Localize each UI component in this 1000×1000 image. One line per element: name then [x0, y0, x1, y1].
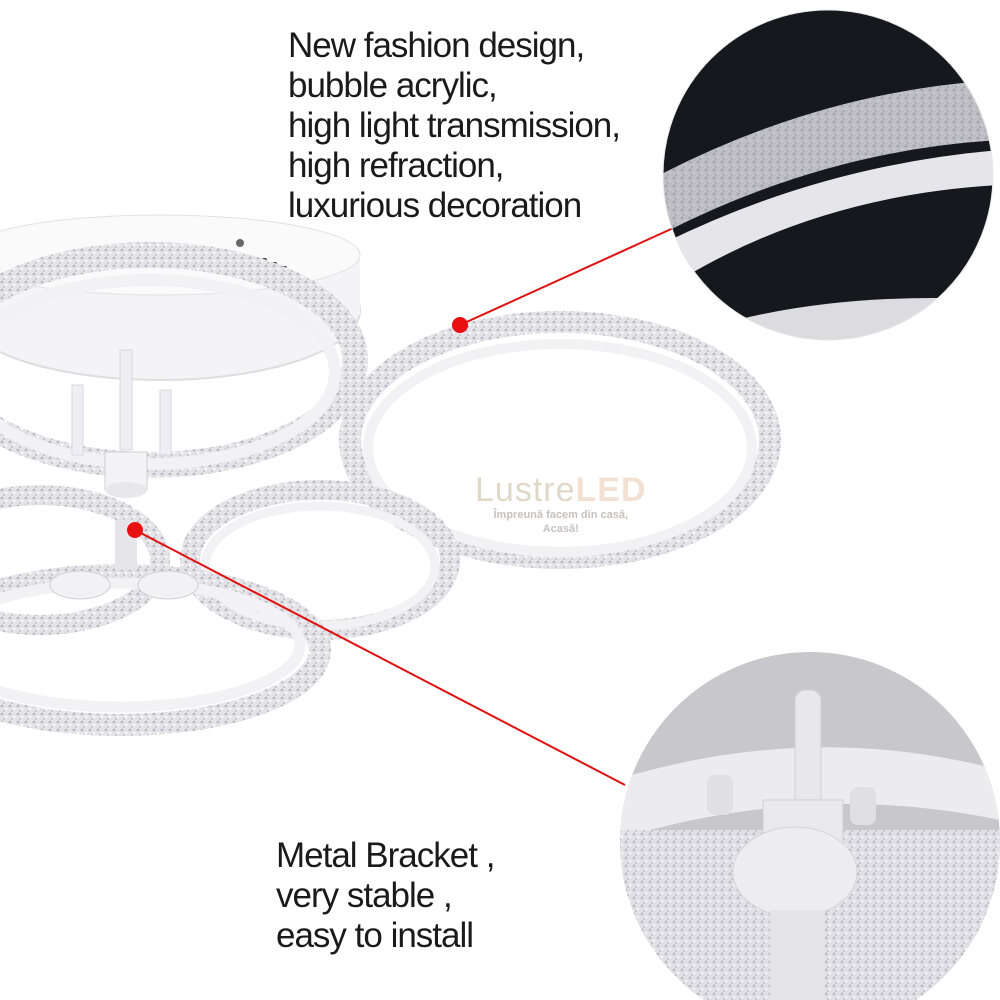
feature-line: easy to install	[276, 916, 474, 955]
closeup-bubble-acrylic	[662, 9, 994, 341]
feature-line: very stable ,	[276, 876, 453, 915]
ring-upper-left	[0, 242, 368, 478]
pointer-top	[452, 224, 681, 333]
feature-text-acrylic: New fashion design, bubble acrylic, high…	[288, 26, 621, 226]
metal-bracket	[49, 349, 199, 600]
watermark-logo: LustreLED	[475, 471, 647, 509]
ring-lower-middle	[180, 480, 460, 640]
feature-line: high refraction,	[288, 146, 505, 185]
feature-line: Metal Bracket ,	[276, 836, 495, 875]
brand-watermark: LustreLED Împreună facem din casă, Acasă…	[475, 472, 647, 536]
feature-line: luxurious decoration	[288, 186, 582, 225]
ring-lower-left	[0, 485, 170, 635]
closeup-metal-bracket	[620, 652, 1000, 1000]
watermark-tagline: Împreună facem din casă,	[493, 509, 629, 521]
ring-bottom	[0, 564, 331, 736]
ring-right	[339, 311, 781, 569]
watermark-tagline-2: Acasă!	[542, 523, 579, 535]
pointer-bottom	[127, 522, 626, 786]
feature-line: high light transmission,	[288, 106, 621, 145]
feature-line: bubble acrylic,	[288, 66, 498, 105]
feature-line: New fashion design,	[288, 26, 585, 65]
feature-text-bracket: Metal Bracket , very stable , easy to in…	[276, 836, 495, 956]
